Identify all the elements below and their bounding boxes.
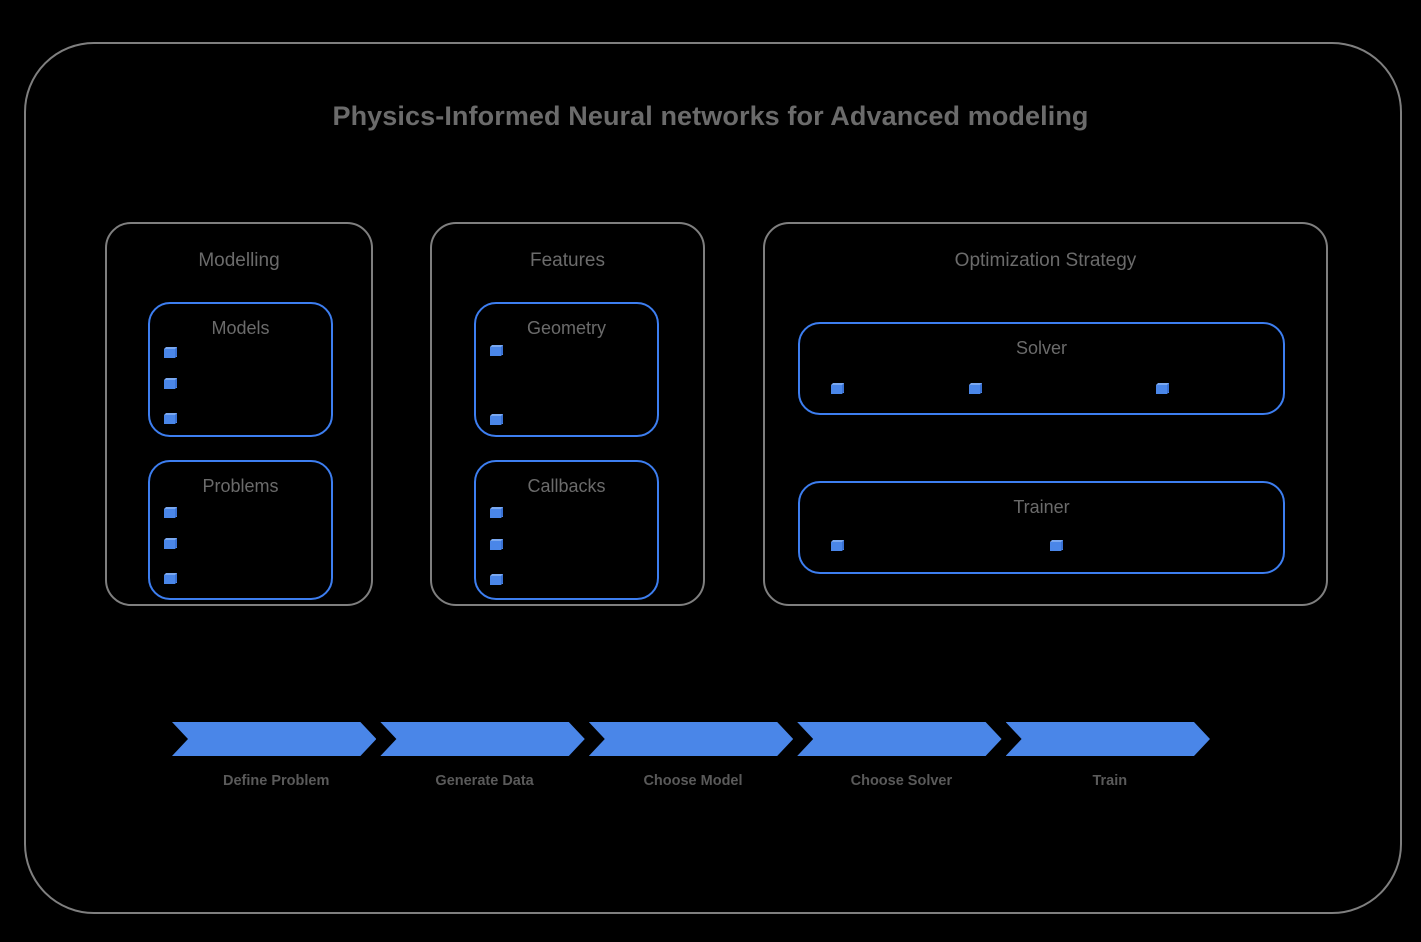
pipeline-arrow-choose-solver[interactable]: [797, 722, 1001, 756]
section-modelling-label: Modelling: [198, 250, 280, 271]
bullet-cube-icon-models-2: [163, 376, 179, 392]
outer-frame: [24, 42, 1402, 914]
bullet-cube-icon-problems-1: [163, 505, 179, 521]
bullet-cube-icon-models-1: [163, 345, 179, 361]
bullet-cube-icon-solver-2: [968, 381, 984, 397]
subbox-callbacks[interactable]: Callbacks: [474, 460, 659, 600]
pipeline-label-generate-data: Generate Data: [435, 773, 534, 789]
bullet-cube-icon-geometry-1: [489, 343, 505, 359]
subbox-problems[interactable]: Problems: [148, 460, 333, 600]
bullet-cube-icon-problems-2: [163, 536, 179, 552]
subbox-trainer-label: Trainer: [1013, 497, 1070, 517]
pipeline-arrow-train[interactable]: [1006, 722, 1210, 756]
pipeline-arrow-generate-data[interactable]: [380, 722, 584, 756]
bullet-cube-icon-callbacks-2: [489, 537, 505, 553]
subbox-problems-label: Problems: [202, 476, 279, 496]
subbox-solver[interactable]: Solver: [798, 322, 1285, 415]
subbox-solver-label: Solver: [1015, 338, 1068, 358]
pipeline-label-train: Train: [1092, 773, 1128, 789]
subbox-geometry-label: Geometry: [526, 318, 607, 338]
bullet-cube-icon-problems-3: [163, 571, 179, 587]
section-optimization-strategy-label: Optimization Strategy: [954, 250, 1137, 271]
bullet-cube-icon-solver-1: [830, 381, 846, 397]
subbox-models[interactable]: Models: [148, 302, 333, 437]
section-optimization-strategy: Optimization Strategy: [763, 222, 1328, 606]
bullet-cube-icon-solver-3: [1155, 381, 1171, 397]
bullet-cube-icon-geometry-2: [489, 412, 505, 428]
page-title: Physics-Informed Neural networks for Adv…: [332, 101, 1089, 131]
bullet-cube-icon-trainer-1: [830, 538, 846, 554]
pipeline-label-define-problem: Define Problem: [223, 773, 330, 789]
section-features: Features: [430, 222, 705, 606]
subbox-trainer[interactable]: Trainer: [798, 481, 1285, 574]
bullet-cube-icon-models-3: [163, 411, 179, 427]
pipeline-label-choose-model: Choose Model: [643, 773, 743, 789]
section-features-label: Features: [530, 250, 605, 271]
bullet-cube-icon-callbacks-3: [489, 572, 505, 588]
bullet-cube-icon-trainer-2: [1049, 538, 1065, 554]
pipeline-arrows: [172, 722, 1214, 756]
pipeline-arrow-choose-model[interactable]: [589, 722, 793, 756]
pipeline-arrow-define-problem[interactable]: [172, 722, 376, 756]
pipeline-label-choose-solver: Choose Solver: [850, 773, 953, 789]
subbox-geometry[interactable]: Geometry: [474, 302, 659, 437]
subbox-callbacks-label: Callbacks: [527, 476, 606, 496]
subbox-models-label: Models: [211, 318, 270, 338]
section-modelling: Modelling: [105, 222, 373, 606]
bullet-cube-icon-callbacks-1: [489, 505, 505, 521]
